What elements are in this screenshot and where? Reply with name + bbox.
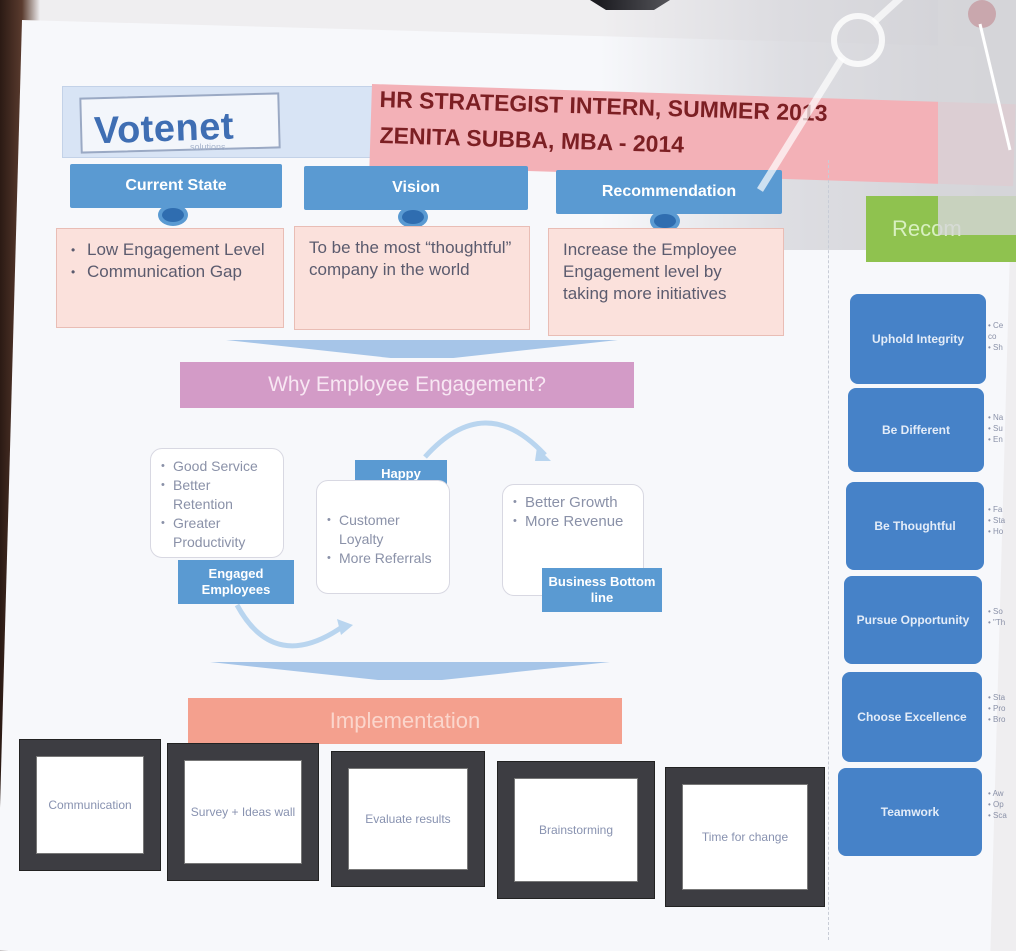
value-uphold-integrity: Uphold Integrity	[850, 294, 986, 384]
step-label: Brainstorming	[538, 823, 614, 837]
reflection-ring	[831, 13, 885, 67]
reflection-overlay	[757, 0, 1016, 235]
step-label: Communication	[48, 798, 132, 812]
vision-card: To be the most “thoughtful” company in t…	[294, 226, 530, 330]
logo-subtext: solutions	[190, 142, 226, 152]
happy-customer-box: Customer Loyalty More Referrals	[316, 480, 450, 594]
value-bullet: • Pro	[988, 704, 1006, 713]
implementation-step: Communication	[20, 740, 160, 870]
panel-divider	[828, 160, 829, 940]
knob-vision	[398, 206, 428, 228]
customer-item: Customer Loyalty	[327, 511, 439, 549]
value-bullet: • En	[988, 435, 1003, 444]
reflection-panel	[938, 0, 1016, 235]
value-teamwork: Teamwork	[838, 768, 982, 856]
value-be-thoughtful: Be Thoughtful	[846, 482, 984, 570]
value-bullet: • Fa	[988, 505, 1003, 514]
tab-vision: Vision	[304, 166, 528, 210]
value-bullets: • Fa • Sta • Ho	[988, 504, 1016, 537]
arrow-head-top	[535, 447, 551, 461]
value-bullet: • Op	[988, 800, 1004, 809]
value-bullets: • Na • Su • En	[988, 412, 1016, 445]
value-bullet: • Bro	[988, 715, 1006, 724]
current-state-item: Communication Gap	[71, 261, 269, 283]
implementation-step: Time for change	[666, 768, 824, 906]
recommendation-text: Increase the Employee Engagement level b…	[563, 240, 737, 303]
current-state-card: Low Engagement Level Communication Gap	[56, 228, 284, 328]
implementation-step: Brainstorming	[498, 762, 654, 898]
value-bullet: co	[988, 332, 997, 341]
why-engagement-bar: Why Employee Engagement?	[180, 362, 634, 408]
current-state-item: Low Engagement Level	[71, 239, 269, 261]
customer-item: More Referrals	[327, 549, 439, 568]
reflection-line	[978, 23, 1012, 151]
value-bullet: • Sh	[988, 343, 1003, 352]
value-bullet: • Sta	[988, 693, 1006, 702]
step-label: Time for change	[701, 830, 789, 844]
value-be-different: Be Different	[848, 388, 984, 472]
step-label: Evaluate results	[365, 812, 451, 826]
arrow-head-bottom	[337, 619, 353, 635]
step-label: Survey + Ideas wall	[190, 805, 296, 819]
engaged-item: Greater Productivity	[161, 514, 273, 552]
value-bullet: • Ho	[988, 527, 1004, 536]
engaged-employees-box: Good Service Better Retention Greater Pr…	[150, 448, 284, 558]
recommendation-card: Increase the Employee Engagement level b…	[548, 228, 784, 336]
vision-text: To be the most “thoughtful” company in t…	[309, 238, 512, 279]
tab-recommendation: Recommendation	[556, 170, 782, 214]
value-bullets: • So • "Th	[988, 606, 1016, 628]
implementation-step: Survey + Ideas wall	[168, 744, 318, 880]
value-bullet: • Na	[988, 413, 1004, 422]
engaged-employees-label: Engaged Employees	[178, 560, 294, 604]
business-bottom-line-label: Business Bottom line	[542, 568, 662, 612]
value-bullet: • "Th	[988, 618, 1006, 627]
value-bullet: • Aw	[988, 789, 1004, 798]
value-bullet: • Sta	[988, 516, 1006, 525]
business-item: Better Growth	[513, 493, 633, 512]
reflection-knob	[968, 0, 996, 28]
implementation-step: Evaluate results	[332, 752, 484, 886]
value-bullet: • Ce	[988, 321, 1004, 330]
value-choose-excellence: Choose Excellence	[842, 672, 982, 762]
value-bullet: • So	[988, 607, 1003, 616]
reflection-bar	[871, 0, 904, 25]
implementation-bar: Implementation	[188, 698, 622, 744]
value-bullets: • Sta • Pro • Bro	[988, 692, 1016, 725]
arrow-curve-bottom	[234, 603, 347, 649]
value-bullet: • Sca	[988, 811, 1007, 820]
value-bullets: • Aw • Op • Sca	[988, 788, 1016, 821]
value-bullets: • Ce co • Sh	[988, 320, 1016, 353]
business-item: More Revenue	[513, 512, 633, 531]
value-bullet: • Su	[988, 424, 1003, 433]
tab-current-state: Current State	[70, 164, 282, 208]
arrow-curve-top	[423, 420, 547, 459]
engaged-item: Good Service	[161, 457, 273, 476]
value-pursue-opportunity: Pursue Opportunity	[844, 576, 982, 664]
engaged-item: Better Retention	[161, 476, 273, 514]
reflection-bar	[757, 56, 845, 192]
cycle-arrows	[234, 420, 551, 649]
knob-current-state	[158, 204, 188, 226]
